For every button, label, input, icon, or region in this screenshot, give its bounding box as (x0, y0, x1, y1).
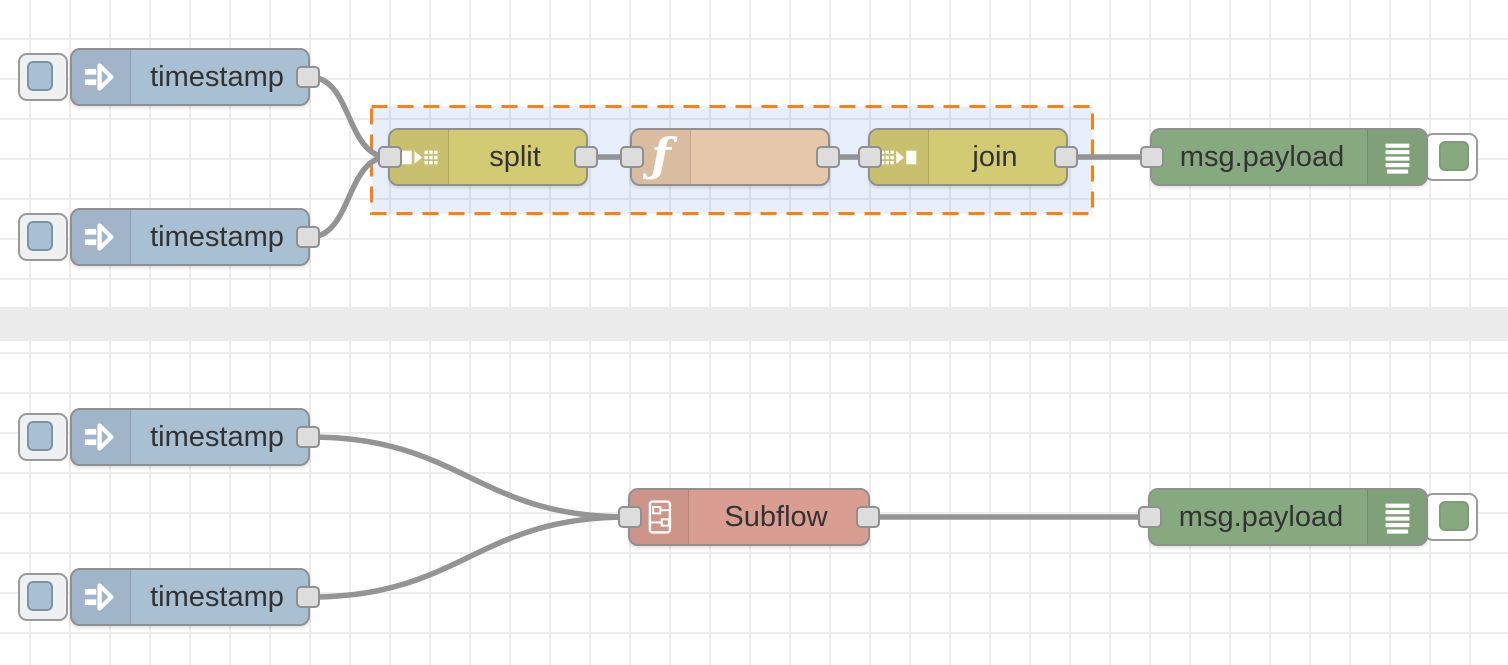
section-divider (0, 307, 1508, 341)
debug-list-icon (1367, 130, 1426, 184)
inject-trigger-button-inner (27, 221, 53, 251)
inject-trigger-button[interactable] (18, 53, 68, 101)
output-port[interactable] (296, 66, 320, 88)
node-label: timestamp (150, 220, 284, 253)
input-port[interactable] (618, 506, 642, 528)
node-label: msg.payload (1179, 140, 1345, 173)
node-label: Subflow (724, 500, 828, 533)
function-glyph: ƒ (651, 128, 671, 182)
output-port[interactable] (296, 426, 320, 448)
debug-list-icon (1367, 490, 1426, 544)
debug-node-2[interactable]: msg.payload (1138, 488, 1428, 546)
node-label (690, 130, 824, 184)
inject-trigger-button-inner (27, 421, 53, 451)
node-label: timestamp (150, 60, 284, 93)
inject-arrow-icon (72, 410, 131, 464)
output-port[interactable] (296, 226, 320, 248)
inject-trigger-button[interactable] (18, 413, 68, 461)
inject-arrow-icon (72, 210, 131, 264)
inject-arrow-icon (72, 570, 131, 624)
debug-toggle-button[interactable] (1424, 493, 1478, 541)
node-label: timestamp (150, 420, 284, 453)
node-label: split (489, 140, 541, 173)
debug-toggle-button-inner (1439, 501, 1469, 531)
split-node[interactable]: split (378, 128, 598, 186)
input-port[interactable] (858, 146, 882, 168)
function-node[interactable]: ƒ (620, 128, 840, 186)
inject-trigger-button[interactable] (18, 213, 68, 261)
node-label: join (972, 140, 1018, 173)
inject-node-timestamp-4[interactable]: timestamp (70, 568, 320, 626)
inject-node-timestamp-1[interactable]: timestamp (70, 48, 320, 106)
wire[interactable] (307, 434, 631, 520)
debug-toggle-button-inner (1439, 141, 1469, 171)
subflow-node[interactable]: Subflow (618, 488, 880, 546)
inject-trigger-button[interactable] (18, 573, 68, 621)
inject-node-timestamp-2[interactable]: timestamp (70, 208, 320, 266)
join-node[interactable]: join (858, 128, 1078, 186)
input-port[interactable] (620, 146, 644, 168)
output-port[interactable] (296, 586, 320, 608)
output-port[interactable] (1054, 146, 1078, 168)
wire[interactable] (307, 514, 631, 600)
input-port[interactable] (1140, 146, 1164, 168)
input-port[interactable] (378, 146, 402, 168)
node-label: timestamp (150, 580, 284, 613)
node-label: msg.payload (1178, 500, 1344, 533)
input-port[interactable] (1138, 506, 1162, 528)
output-port[interactable] (574, 146, 598, 168)
inject-trigger-button-inner (27, 61, 53, 91)
inject-arrow-icon (72, 50, 131, 104)
inject-trigger-button-inner (27, 581, 53, 611)
debug-node-1[interactable]: msg.payload (1140, 128, 1428, 186)
output-port[interactable] (816, 146, 840, 168)
wire[interactable] (307, 74, 391, 160)
output-port[interactable] (856, 506, 880, 528)
inject-node-timestamp-3[interactable]: timestamp (70, 408, 320, 466)
wire[interactable] (307, 154, 391, 240)
